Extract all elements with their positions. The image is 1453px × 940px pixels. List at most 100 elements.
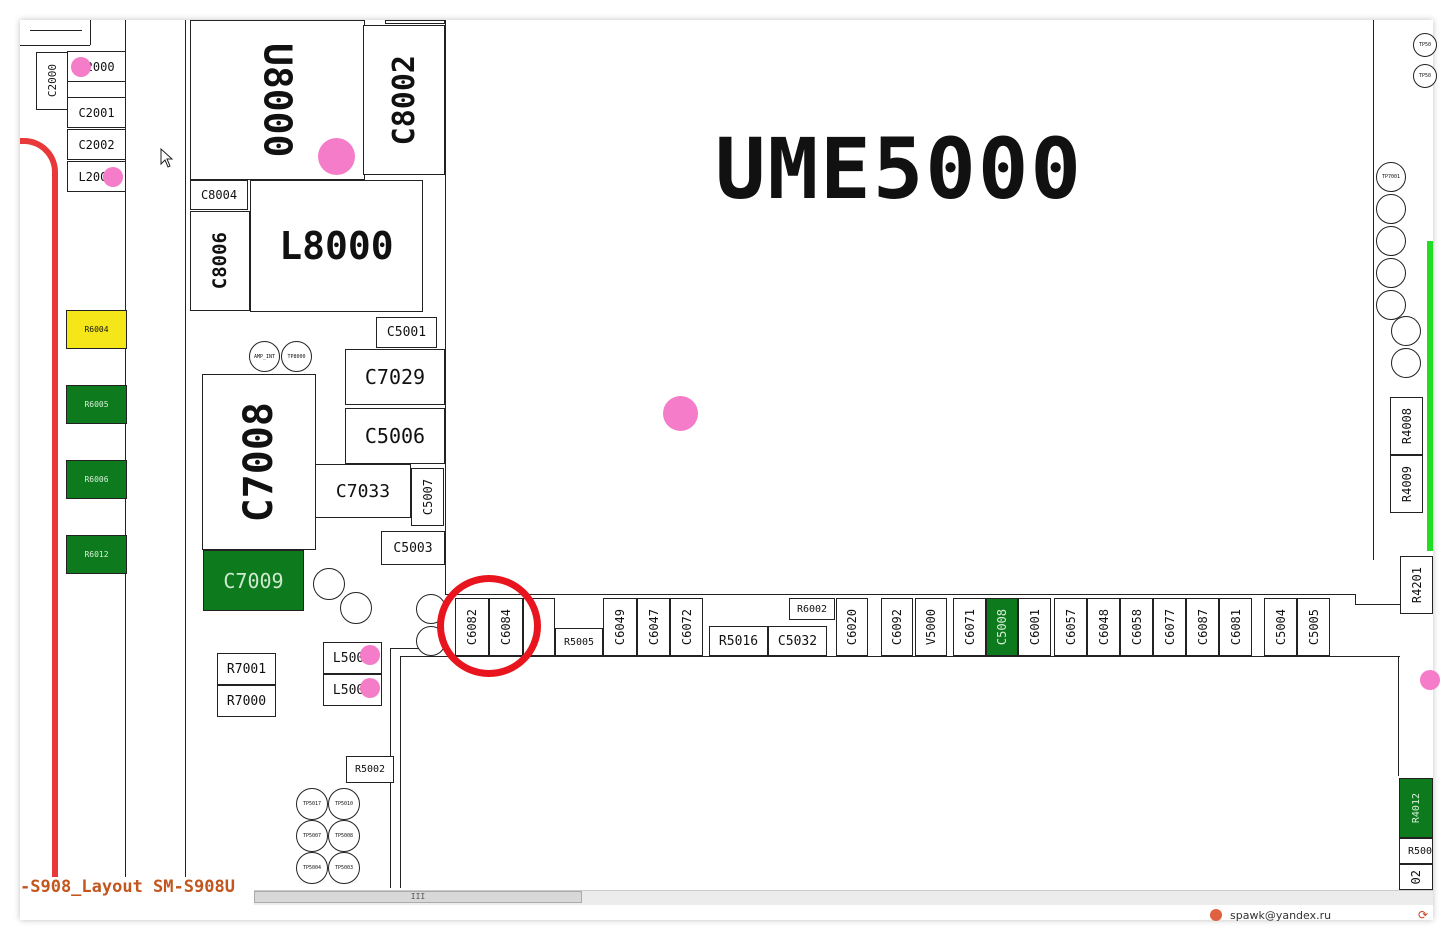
part-c5008[interactable]: C5008 (986, 598, 1018, 656)
part-c8004[interactable]: C8004 (190, 180, 248, 210)
divider-line (185, 20, 186, 880)
testpoint[interactable] (1376, 194, 1406, 224)
part-c7009[interactable]: C7009 (203, 550, 304, 611)
part-c5001[interactable]: C5001 (376, 317, 437, 348)
testpoint[interactable] (1376, 258, 1406, 288)
testpoint-tp5017[interactable]: TP5017 (296, 788, 328, 820)
part-r5002[interactable]: R5002 (346, 756, 394, 783)
green-trace (1427, 241, 1433, 551)
part-x02[interactable]: 02 (1399, 864, 1433, 890)
part-r6012[interactable]: R6012 (66, 535, 127, 574)
ic-label-title: UME5000 (715, 120, 1084, 218)
mouse-pointer-icon (160, 148, 174, 168)
part-c6057[interactable]: C6057 (1054, 598, 1087, 656)
scrollbar-thumb[interactable]: III (254, 891, 582, 903)
marker-dot (103, 167, 123, 187)
part-r4009[interactable]: R4009 (1390, 455, 1423, 513)
divider-line (445, 594, 1355, 595)
divider-line (445, 20, 446, 595)
part-r500x[interactable]: R500 (1399, 838, 1433, 864)
testpoint-tp8000[interactable]: TP8000 (281, 341, 312, 372)
marker-dot (318, 138, 355, 175)
testpoint-tp7001[interactable]: TP7001 (1376, 162, 1406, 192)
divider-line (1355, 594, 1356, 604)
part-edge (385, 20, 445, 24)
divider-line (390, 648, 420, 649)
part-r6006[interactable]: R6006 (66, 460, 127, 499)
divider-line (1355, 604, 1400, 605)
part-r5016[interactable]: R5016 (709, 626, 768, 656)
marker-dot (360, 645, 380, 665)
testpoint-tp5007[interactable]: TP5007 (296, 820, 328, 852)
divider-line (20, 45, 90, 46)
part-r4008[interactable]: R4008 (1390, 397, 1423, 455)
part-c6049[interactable]: C6049 (603, 598, 637, 656)
marker-dot (663, 396, 698, 431)
part-c6058[interactable]: C6058 (1120, 598, 1153, 656)
testpoint[interactable] (1376, 226, 1406, 256)
testpoint-tp5010[interactable]: TP5010 (328, 788, 360, 820)
testpoint-tp5004[interactable]: TP5004 (296, 852, 328, 884)
part-c8006[interactable]: C8006 (190, 211, 250, 311)
divider-line (125, 20, 126, 880)
testpoint-tp50-top[interactable]: TP50 (1413, 33, 1437, 57)
status-email: spawk@yandex.ru (1230, 909, 1332, 922)
testpoint[interactable] (1391, 316, 1421, 346)
power-trace (20, 138, 58, 878)
testpoint[interactable] (1376, 290, 1406, 320)
part-r7001[interactable]: R7001 (217, 653, 276, 685)
part-c5007[interactable]: C5007 (411, 468, 444, 526)
part-c6072[interactable]: C6072 (670, 598, 703, 656)
part-u8000[interactable]: U8000 (190, 20, 365, 180)
part-c2001[interactable]: C2001 (67, 97, 126, 128)
part-r6005[interactable]: R6005 (66, 385, 127, 424)
part-r5005[interactable]: R5005 (555, 628, 603, 656)
part-c6048[interactable]: C6048 (1087, 598, 1120, 656)
part-r4201[interactable]: R4201 (1400, 556, 1433, 614)
scrollbar-grip: III (410, 892, 426, 901)
part-r6002[interactable]: R6002 (789, 598, 835, 620)
part-c6077[interactable]: C6077 (1153, 598, 1186, 656)
testpoint-tp5008[interactable]: TP5008 (328, 820, 360, 852)
part-r7000[interactable]: R7000 (217, 685, 276, 717)
part-c5006[interactable]: C5006 (345, 408, 445, 464)
part-c6020[interactable]: C6020 (836, 598, 868, 656)
part-c6081[interactable]: C6081 (1219, 598, 1252, 656)
refresh-icon[interactable]: ⟳ (1418, 908, 1429, 922)
testpoint[interactable] (313, 568, 345, 600)
part-c5005[interactable]: C5005 (1297, 598, 1330, 656)
part-c7029[interactable]: C7029 (345, 349, 445, 405)
part-r4012[interactable]: R4012 (1399, 778, 1433, 838)
part-c5004[interactable]: C5004 (1264, 598, 1297, 656)
divider-line (400, 656, 401, 888)
part-r6004[interactable]: R6004 (66, 310, 127, 349)
part-c2000[interactable]: C2000 (36, 52, 68, 110)
part-c7008[interactable]: C7008 (202, 374, 316, 550)
part-l8000[interactable]: L8000 (250, 180, 423, 312)
marker-dot (360, 678, 380, 698)
divider-line (30, 30, 82, 31)
highlight-ring (437, 575, 541, 677)
part-c6087[interactable]: C6087 (1186, 598, 1219, 656)
part-v5000[interactable]: V5000 (915, 598, 947, 656)
part-c6092[interactable]: C6092 (881, 598, 913, 656)
testpoint[interactable] (1391, 348, 1421, 378)
testpoint-tp50-bottom[interactable]: TP50 (1413, 64, 1437, 88)
part-c7033[interactable]: C7033 (315, 464, 411, 518)
part-c2002[interactable]: C2002 (67, 129, 126, 160)
divider-line (90, 20, 91, 45)
marker-dot (1420, 670, 1440, 690)
part-c6071[interactable]: C6071 (953, 598, 986, 656)
part-c8002[interactable]: C8002 (363, 25, 445, 175)
testpoint[interactable] (340, 592, 372, 624)
part-c6001[interactable]: C6001 (1018, 598, 1051, 656)
divider-line (1398, 656, 1399, 776)
marker-dot (71, 57, 91, 77)
part-c5003[interactable]: C5003 (381, 531, 445, 565)
testpoint-tp5003[interactable]: TP5003 (328, 852, 360, 884)
testpoint-amp-int[interactable]: AMP_INT (249, 341, 280, 372)
divider-line (1373, 20, 1374, 560)
part-c5032[interactable]: C5032 (768, 626, 827, 656)
layout-filename: -S908_Layout SM-S908U (20, 877, 235, 897)
part-c6047[interactable]: C6047 (637, 598, 670, 656)
